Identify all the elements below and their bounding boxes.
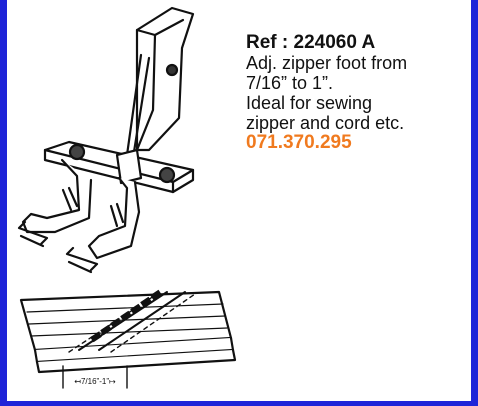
product-code: 071.370.295: [246, 132, 352, 153]
description-line-3: Ideal for sewing: [246, 93, 373, 113]
zipper-seam-icon: [19, 289, 237, 389]
seam-width-label: ↤7/16”-1”↦: [74, 377, 116, 386]
product-info: Ref : 224060 A Adj. zipper foot from 7/1…: [246, 33, 461, 153]
description-line-1: Adj. zipper foot from: [246, 53, 408, 73]
product-illustration: ↤7/16”-1”↦: [17, 6, 237, 389]
product-ref: Ref : 224060 A: [246, 32, 376, 53]
description-line-4: zipper and cord etc.: [246, 113, 405, 133]
description-line-2: 7/16” to 1”.: [246, 73, 334, 93]
zipper-foot-icon: [17, 6, 195, 274]
product-description: Adj. zipper foot from 7/16” to 1”. Ideal…: [246, 53, 461, 133]
